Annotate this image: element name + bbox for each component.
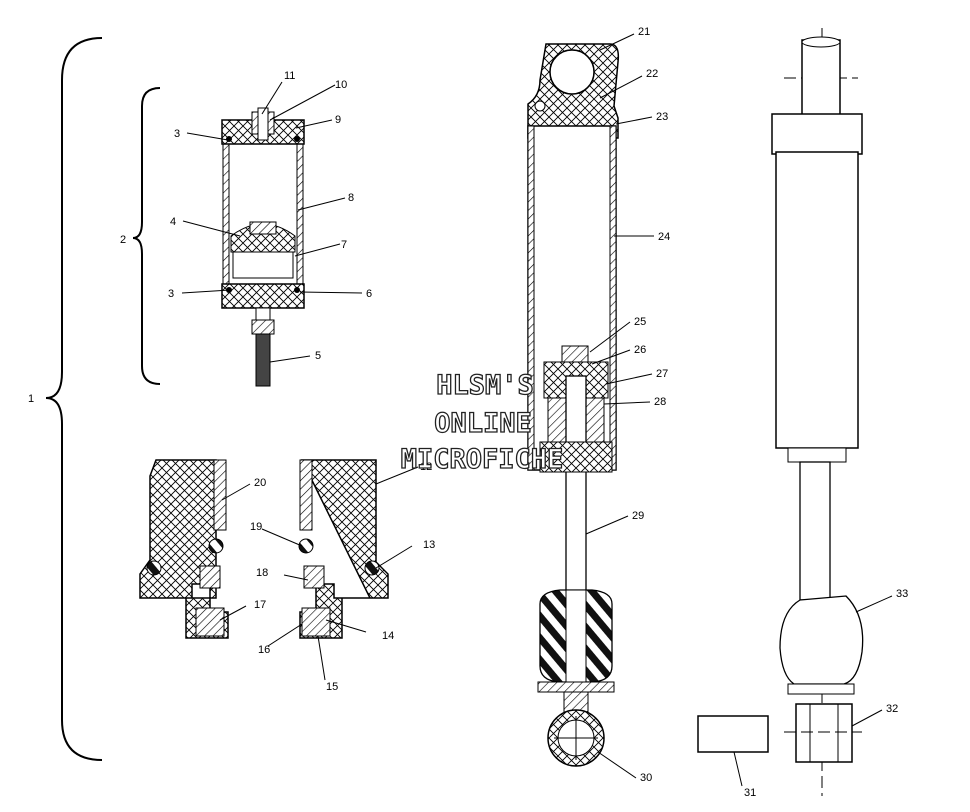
callout-13: 13 bbox=[423, 539, 435, 551]
callout-6: 6 bbox=[366, 288, 372, 300]
callout-28: 28 bbox=[654, 396, 666, 408]
shock-exterior-view bbox=[697, 28, 864, 796]
watermark-line-2: ONLINE bbox=[434, 408, 532, 439]
callout-24: 24 bbox=[658, 231, 670, 243]
reservoir-assembly bbox=[221, 107, 305, 387]
callout-16: 16 bbox=[258, 644, 270, 656]
callout-3-bottom: 3 bbox=[168, 288, 174, 300]
callout-10: 10 bbox=[335, 79, 347, 91]
callout-11: 11 bbox=[284, 70, 295, 82]
piston-seal-detail bbox=[139, 459, 389, 639]
callout-9: 9 bbox=[335, 114, 341, 126]
callout-8: 8 bbox=[348, 192, 354, 204]
callout-23: 23 bbox=[656, 111, 668, 123]
callout-5: 5 bbox=[315, 350, 321, 362]
callout-15: 15 bbox=[326, 681, 338, 693]
callout-29: 29 bbox=[632, 510, 644, 522]
callout-17: 17 bbox=[254, 599, 266, 611]
callout-12: 12 bbox=[420, 461, 432, 473]
callout-26: 26 bbox=[634, 344, 646, 356]
callout-1: 1 bbox=[28, 393, 34, 405]
callout-7: 7 bbox=[341, 239, 347, 251]
callout-2: 2 bbox=[120, 234, 126, 246]
watermark: HLSM'S ONLINE MICROFICHE bbox=[400, 369, 564, 475]
callout-14: 14 bbox=[382, 630, 394, 642]
callout-20: 20 bbox=[254, 477, 266, 489]
callout-31: 31 bbox=[744, 787, 756, 799]
callout-33: 33 bbox=[896, 588, 908, 600]
callout-4: 4 bbox=[170, 216, 176, 228]
callout-22: 22 bbox=[646, 68, 658, 80]
leader-lines bbox=[181, 33, 893, 787]
assembly-brace-1 bbox=[45, 37, 103, 761]
watermark-line-1: HLSM'S bbox=[436, 370, 534, 401]
callout-30: 30 bbox=[640, 772, 652, 784]
callout-27: 27 bbox=[656, 368, 668, 380]
callout-21: 21 bbox=[638, 26, 650, 38]
callout-18: 18 bbox=[256, 567, 268, 579]
callout-3-top: 3 bbox=[174, 128, 180, 140]
watermark-line-3: MICROFICHE bbox=[401, 444, 564, 475]
assembly-brace-2 bbox=[132, 87, 161, 385]
callout-labels: 1 2 3 4 5 6 7 8 9 10 11 3 13 14 15 16 17… bbox=[28, 26, 908, 799]
callout-32: 32 bbox=[886, 703, 898, 715]
callout-25: 25 bbox=[634, 316, 646, 328]
callout-19: 19 bbox=[250, 521, 262, 533]
shock-section-view bbox=[527, 43, 620, 767]
